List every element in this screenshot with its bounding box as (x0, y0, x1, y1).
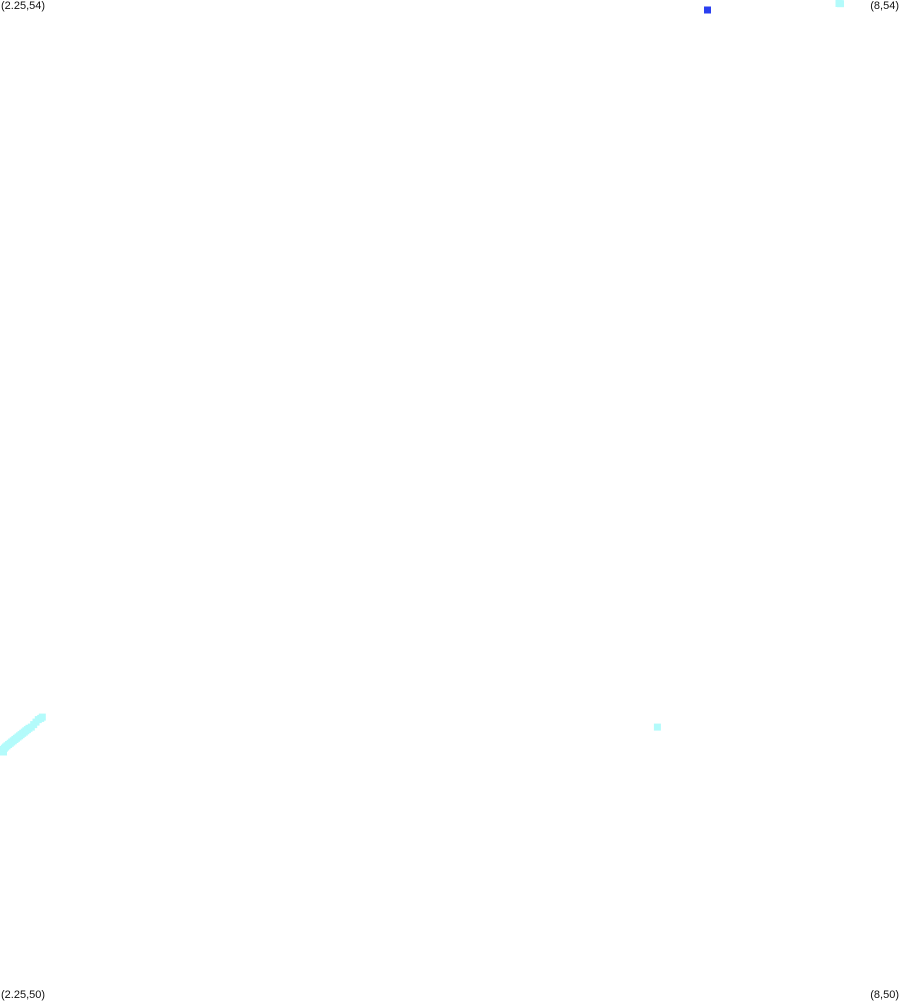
corner-label-top-right: (8,54) (870, 0, 899, 12)
data-point-s0-p25 (38, 713, 46, 721)
data-point-s1-p0 (704, 6, 711, 14)
points-layer (0, 0, 844, 756)
data-point-s0-p26 (653, 723, 661, 731)
corner-label-top-left: (2.25,54) (1, 0, 46, 12)
data-point-s0-p28 (837, 0, 844, 8)
